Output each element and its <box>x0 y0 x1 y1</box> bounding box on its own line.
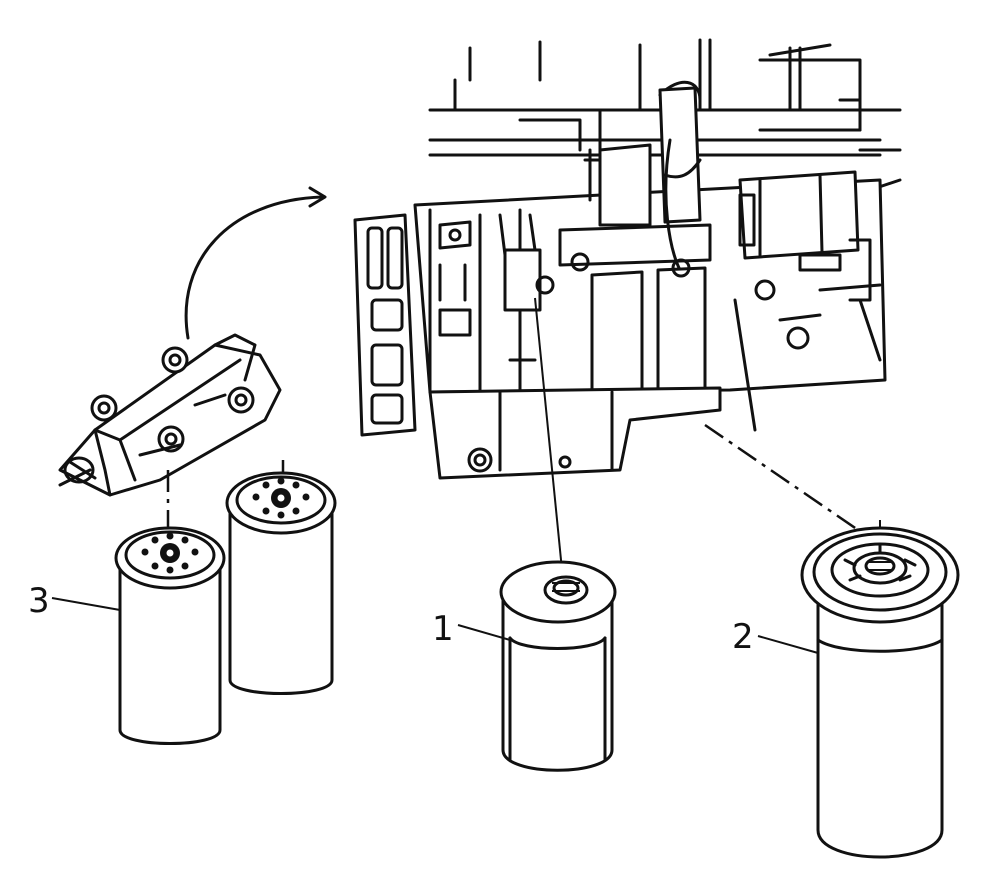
leader-line-1-filter <box>534 297 564 581</box>
filter-1 <box>499 560 617 772</box>
filter-3-front <box>114 526 226 745</box>
callout-2-label: 2 <box>732 617 754 657</box>
mounting-bolt <box>90 346 255 453</box>
filter-3-rear <box>225 471 337 695</box>
callout-3: 3 <box>28 581 121 621</box>
callout-1-label: 1 <box>432 609 454 649</box>
dual-filter-head <box>58 333 282 497</box>
relocation-arrow <box>184 195 324 340</box>
engine-assembly <box>353 38 902 480</box>
filter-2 <box>800 526 960 859</box>
arrowhead-icon <box>308 186 327 208</box>
callout-1: 1 <box>432 609 511 649</box>
leader-line-2-filter <box>704 423 881 547</box>
callout-2: 2 <box>732 617 819 657</box>
callout-3-label: 3 <box>28 581 50 621</box>
